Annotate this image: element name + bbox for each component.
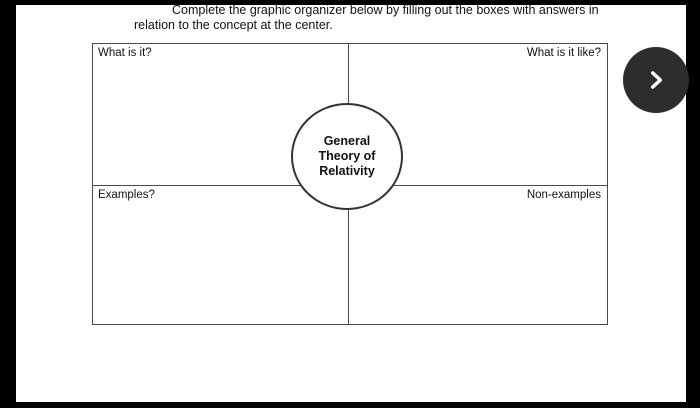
concept-line-2: Theory of	[318, 149, 376, 163]
letterbox-bar-right	[686, 0, 700, 408]
next-button[interactable]	[623, 47, 689, 113]
concept-line-1: General	[323, 134, 371, 148]
center-concept-circle: General Theory of Relativity	[291, 103, 403, 210]
instructions-text: Complete the graphic organizer below by …	[134, 3, 612, 33]
instructions-line-1: Complete the graphic organizer below by …	[172, 3, 599, 17]
graphic-organizer-table: What is it? What is it like? Examples? N…	[92, 43, 608, 325]
quadrant-label-examples: Examples?	[98, 189, 155, 201]
chevron-right-icon	[643, 67, 669, 93]
letterbox-bar-left	[0, 0, 16, 408]
quadrant-label-what-is-it-like: What is it like?	[526, 47, 601, 59]
letterbox-bar-top	[0, 0, 700, 5]
letterbox-bar-bottom	[0, 402, 700, 408]
concept-title: General Theory of Relativity	[319, 134, 376, 179]
instructions-line-2: relation to the concept at the center.	[134, 18, 333, 32]
quadrant-label-what-is-it: What is it?	[98, 47, 152, 59]
concept-line-3: Relativity	[319, 164, 375, 178]
quadrant-label-non-examples: Non-examples	[526, 189, 601, 201]
